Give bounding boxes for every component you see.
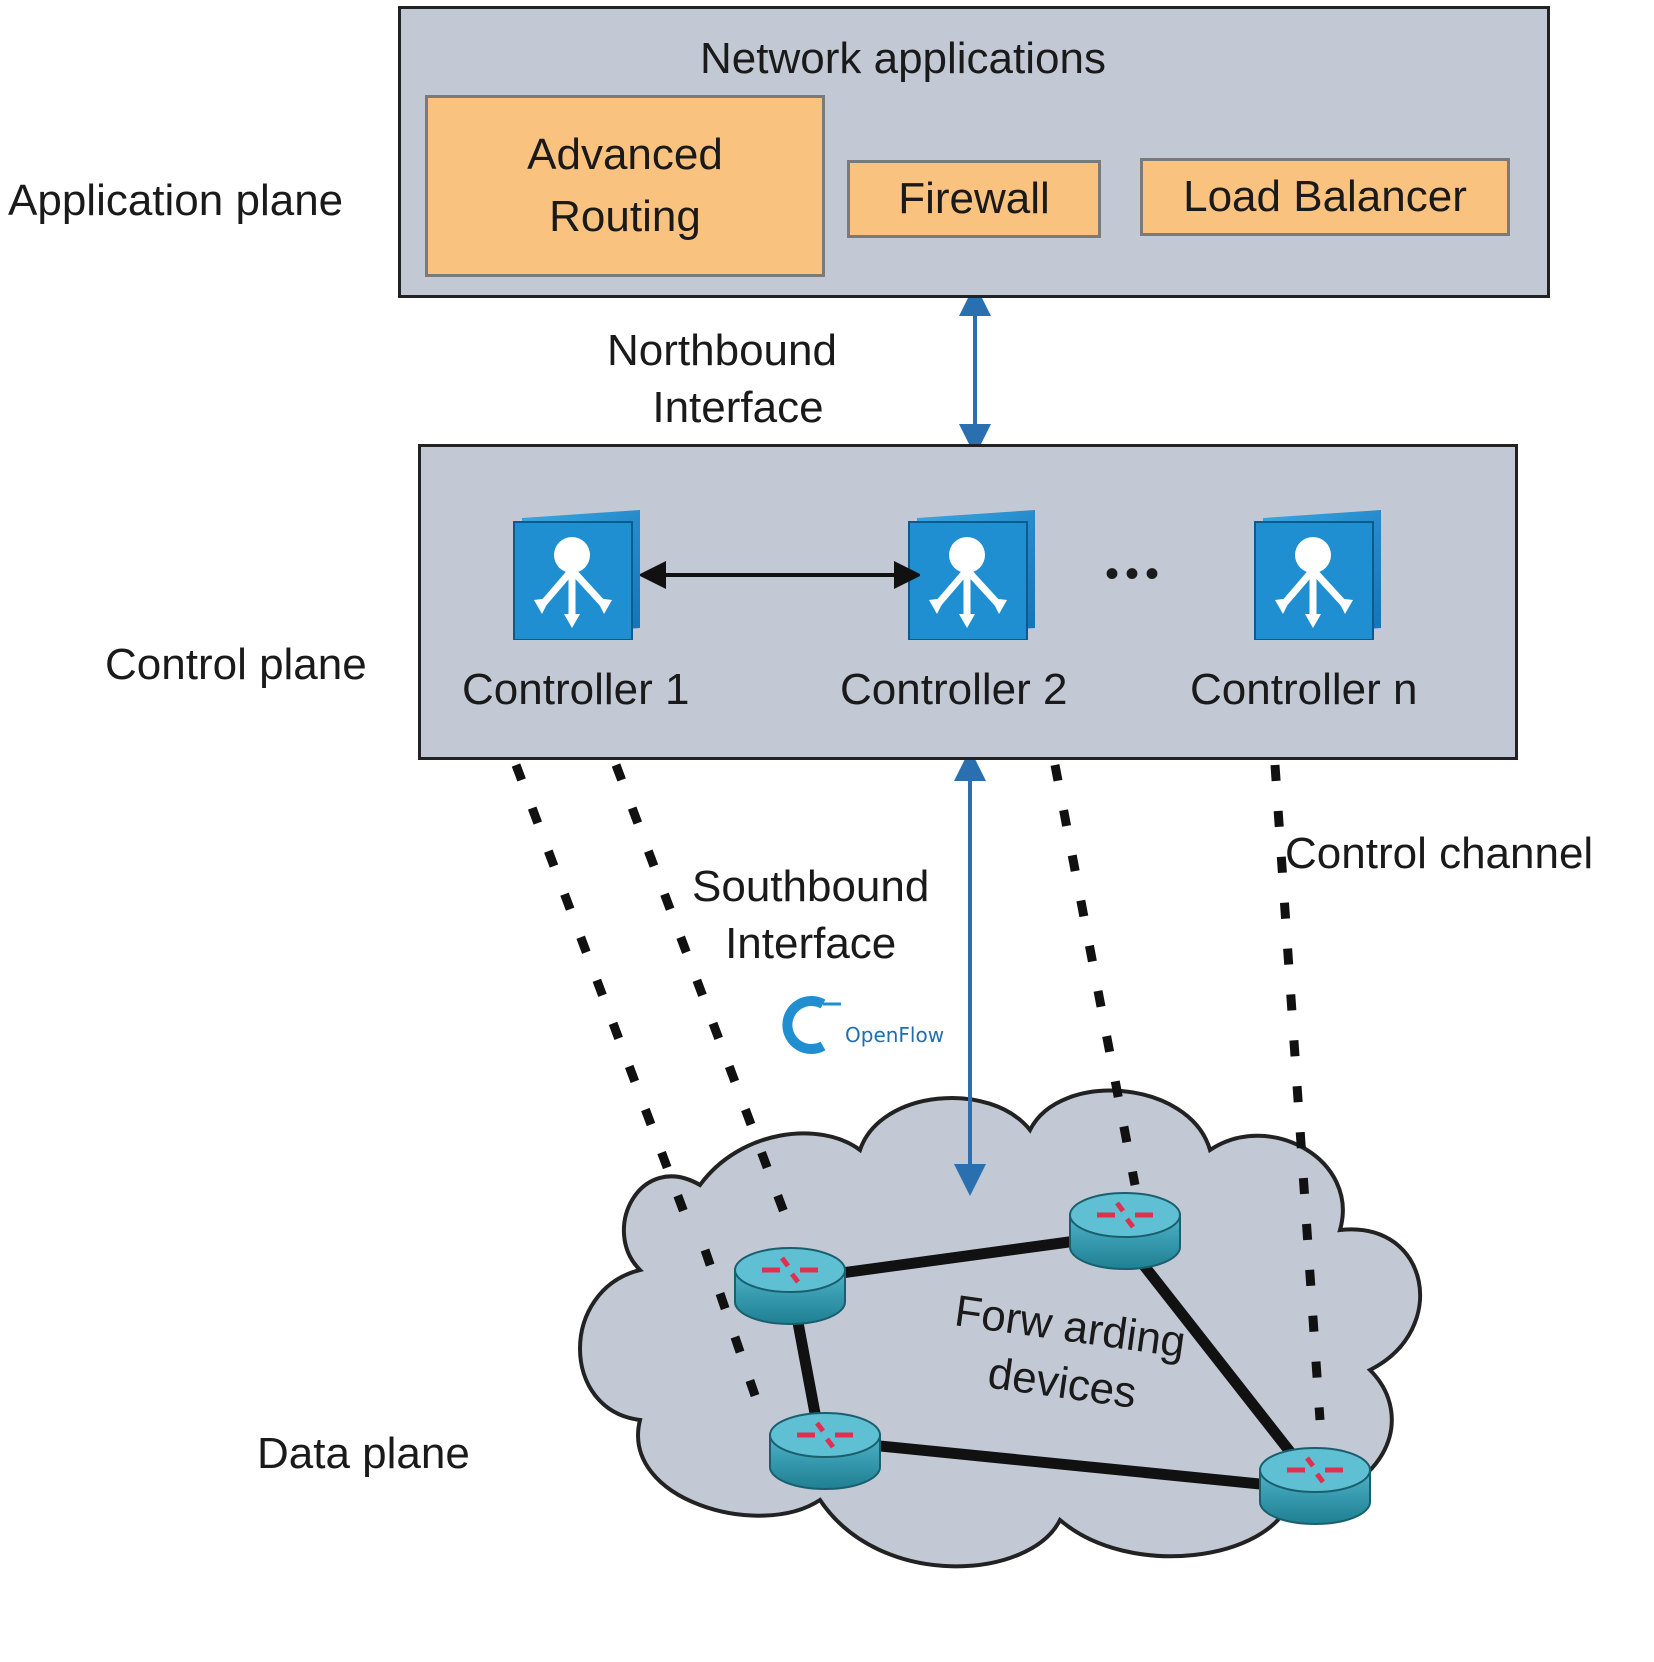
control-channel-line — [700, 1248, 765, 1412]
controller-2-label: Controller 2 — [840, 665, 1068, 714]
app-advanced-routing: Advanced Routing — [425, 95, 825, 277]
router-icon — [734, 1247, 846, 1325]
northbound-line1: Northbound — [607, 326, 837, 375]
controller-2 — [907, 510, 1043, 645]
openflow-logo-text: OpenFlow — [845, 1023, 944, 1047]
southbound-line2: Interface — [725, 919, 897, 969]
controller-icon — [908, 510, 1035, 641]
controller-1-label: Controller 1 — [462, 665, 690, 714]
southbound-label: Southbound Interface — [692, 858, 929, 972]
control-channel-line — [1270, 764, 1325, 1421]
link-line — [1115, 1231, 1325, 1494]
network-applications-title: Network applications — [700, 34, 1106, 83]
app-load-balancer: Load Balancer — [1140, 158, 1510, 236]
controller-icon — [513, 510, 640, 641]
control-channels — [511, 763, 1325, 1421]
northbound-label: Northbound Interface — [607, 322, 837, 436]
app-firewall: Firewall — [847, 160, 1101, 238]
controller-icon — [1254, 510, 1381, 641]
router-icon — [1069, 1192, 1181, 1270]
controller-link-arrow — [640, 561, 920, 589]
southbound-line1: Southbound — [692, 862, 930, 911]
application-plane-label: Application plane — [8, 176, 344, 225]
controllers-ellipsis: ••• — [1105, 552, 1166, 596]
control-channel-line — [511, 763, 690, 1217]
controller-n — [1253, 510, 1389, 645]
openflow-logo-icon: OpenFlow — [782, 996, 944, 1054]
data-plane-label: Data plane — [257, 1429, 470, 1478]
app-label: Load Balancer — [1183, 172, 1467, 222]
link-line — [819, 1434, 1321, 1496]
router-icon — [769, 1412, 881, 1490]
openflow-logo: OpenFlow — [775, 990, 960, 1060]
controller-1 — [512, 510, 648, 645]
northbound-line2: Interface — [652, 383, 824, 433]
app-label: Advanced Routing — [527, 130, 723, 241]
control-channel-line — [611, 763, 790, 1217]
app-label: Firewall — [898, 174, 1050, 224]
router-icon — [1259, 1447, 1371, 1525]
control-channel-label: Control channel — [1285, 829, 1594, 878]
controller-n-label: Controller n — [1190, 665, 1418, 714]
control-plane-label: Control plane — [105, 640, 367, 689]
